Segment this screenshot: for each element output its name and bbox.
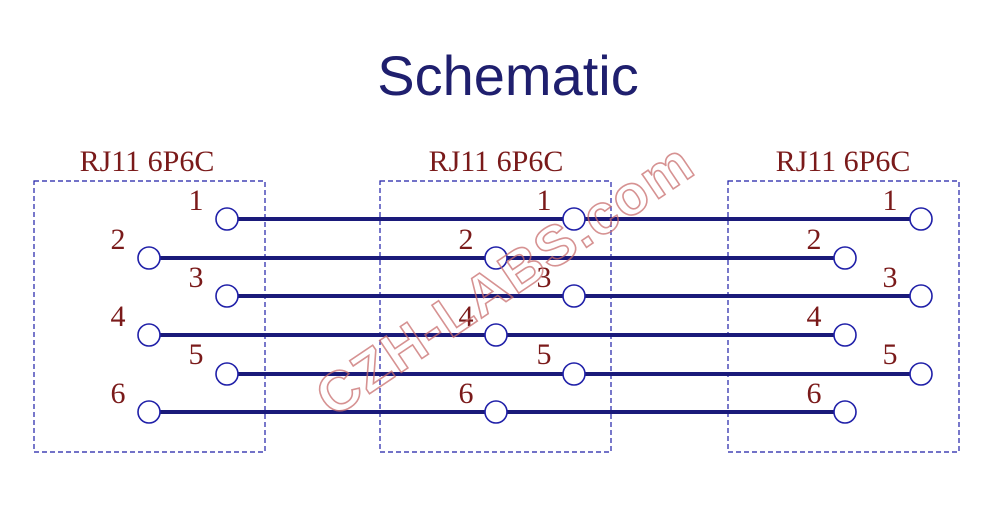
pin-circle: [833, 323, 857, 347]
pin-number: 1: [883, 184, 898, 217]
pin-number: 2: [807, 223, 822, 256]
pin-circle: [484, 323, 508, 347]
connector-box-1: [33, 180, 266, 453]
connector-label-1: RJ11 6P6C: [80, 145, 215, 178]
pin-number: 2: [459, 223, 474, 256]
pin-number: 3: [537, 261, 552, 294]
pin-number: 2: [111, 223, 126, 256]
pin-number: 3: [883, 261, 898, 294]
pin-number: 4: [807, 300, 822, 333]
pin-number: 4: [111, 300, 126, 333]
pin-number: 5: [189, 338, 204, 371]
connector-box-3: [727, 180, 960, 453]
pin-circle: [137, 323, 161, 347]
pin-number: 4: [459, 300, 474, 333]
pin-number: 6: [459, 377, 474, 410]
pin-circle: [484, 246, 508, 270]
pin-circle: [562, 207, 586, 231]
pin-circle: [137, 246, 161, 270]
pin-circle: [215, 207, 239, 231]
connector-3-pins: 1 2 3 4 5 6: [807, 184, 933, 424]
pin-number: 3: [189, 261, 204, 294]
connector-label-3: RJ11 6P6C: [776, 145, 911, 178]
connector-label-2: RJ11 6P6C: [429, 145, 564, 178]
pin-circle: [137, 400, 161, 424]
connector-2-pins: 1 2 3 4 5 6: [459, 184, 586, 424]
connector-1-pins: 1 2 3 4 5 6: [111, 184, 239, 424]
pin-circle: [562, 284, 586, 308]
pin-circle: [909, 362, 933, 386]
pin-number: 5: [537, 338, 552, 371]
pin-circle: [215, 362, 239, 386]
pin-circle: [833, 246, 857, 270]
pin-number: 6: [807, 377, 822, 410]
pin-circle: [484, 400, 508, 424]
pin-circle: [833, 400, 857, 424]
page-title: Schematic: [377, 44, 638, 107]
pin-number: 6: [111, 377, 126, 410]
pin-number: 1: [189, 184, 204, 217]
pin-circle: [215, 284, 239, 308]
pin-circle: [909, 284, 933, 308]
pin-circle: [562, 362, 586, 386]
pin-number: 5: [883, 338, 898, 371]
pin-number: 1: [537, 184, 552, 217]
connector-box-2: [379, 180, 612, 453]
pin-circle: [909, 207, 933, 231]
